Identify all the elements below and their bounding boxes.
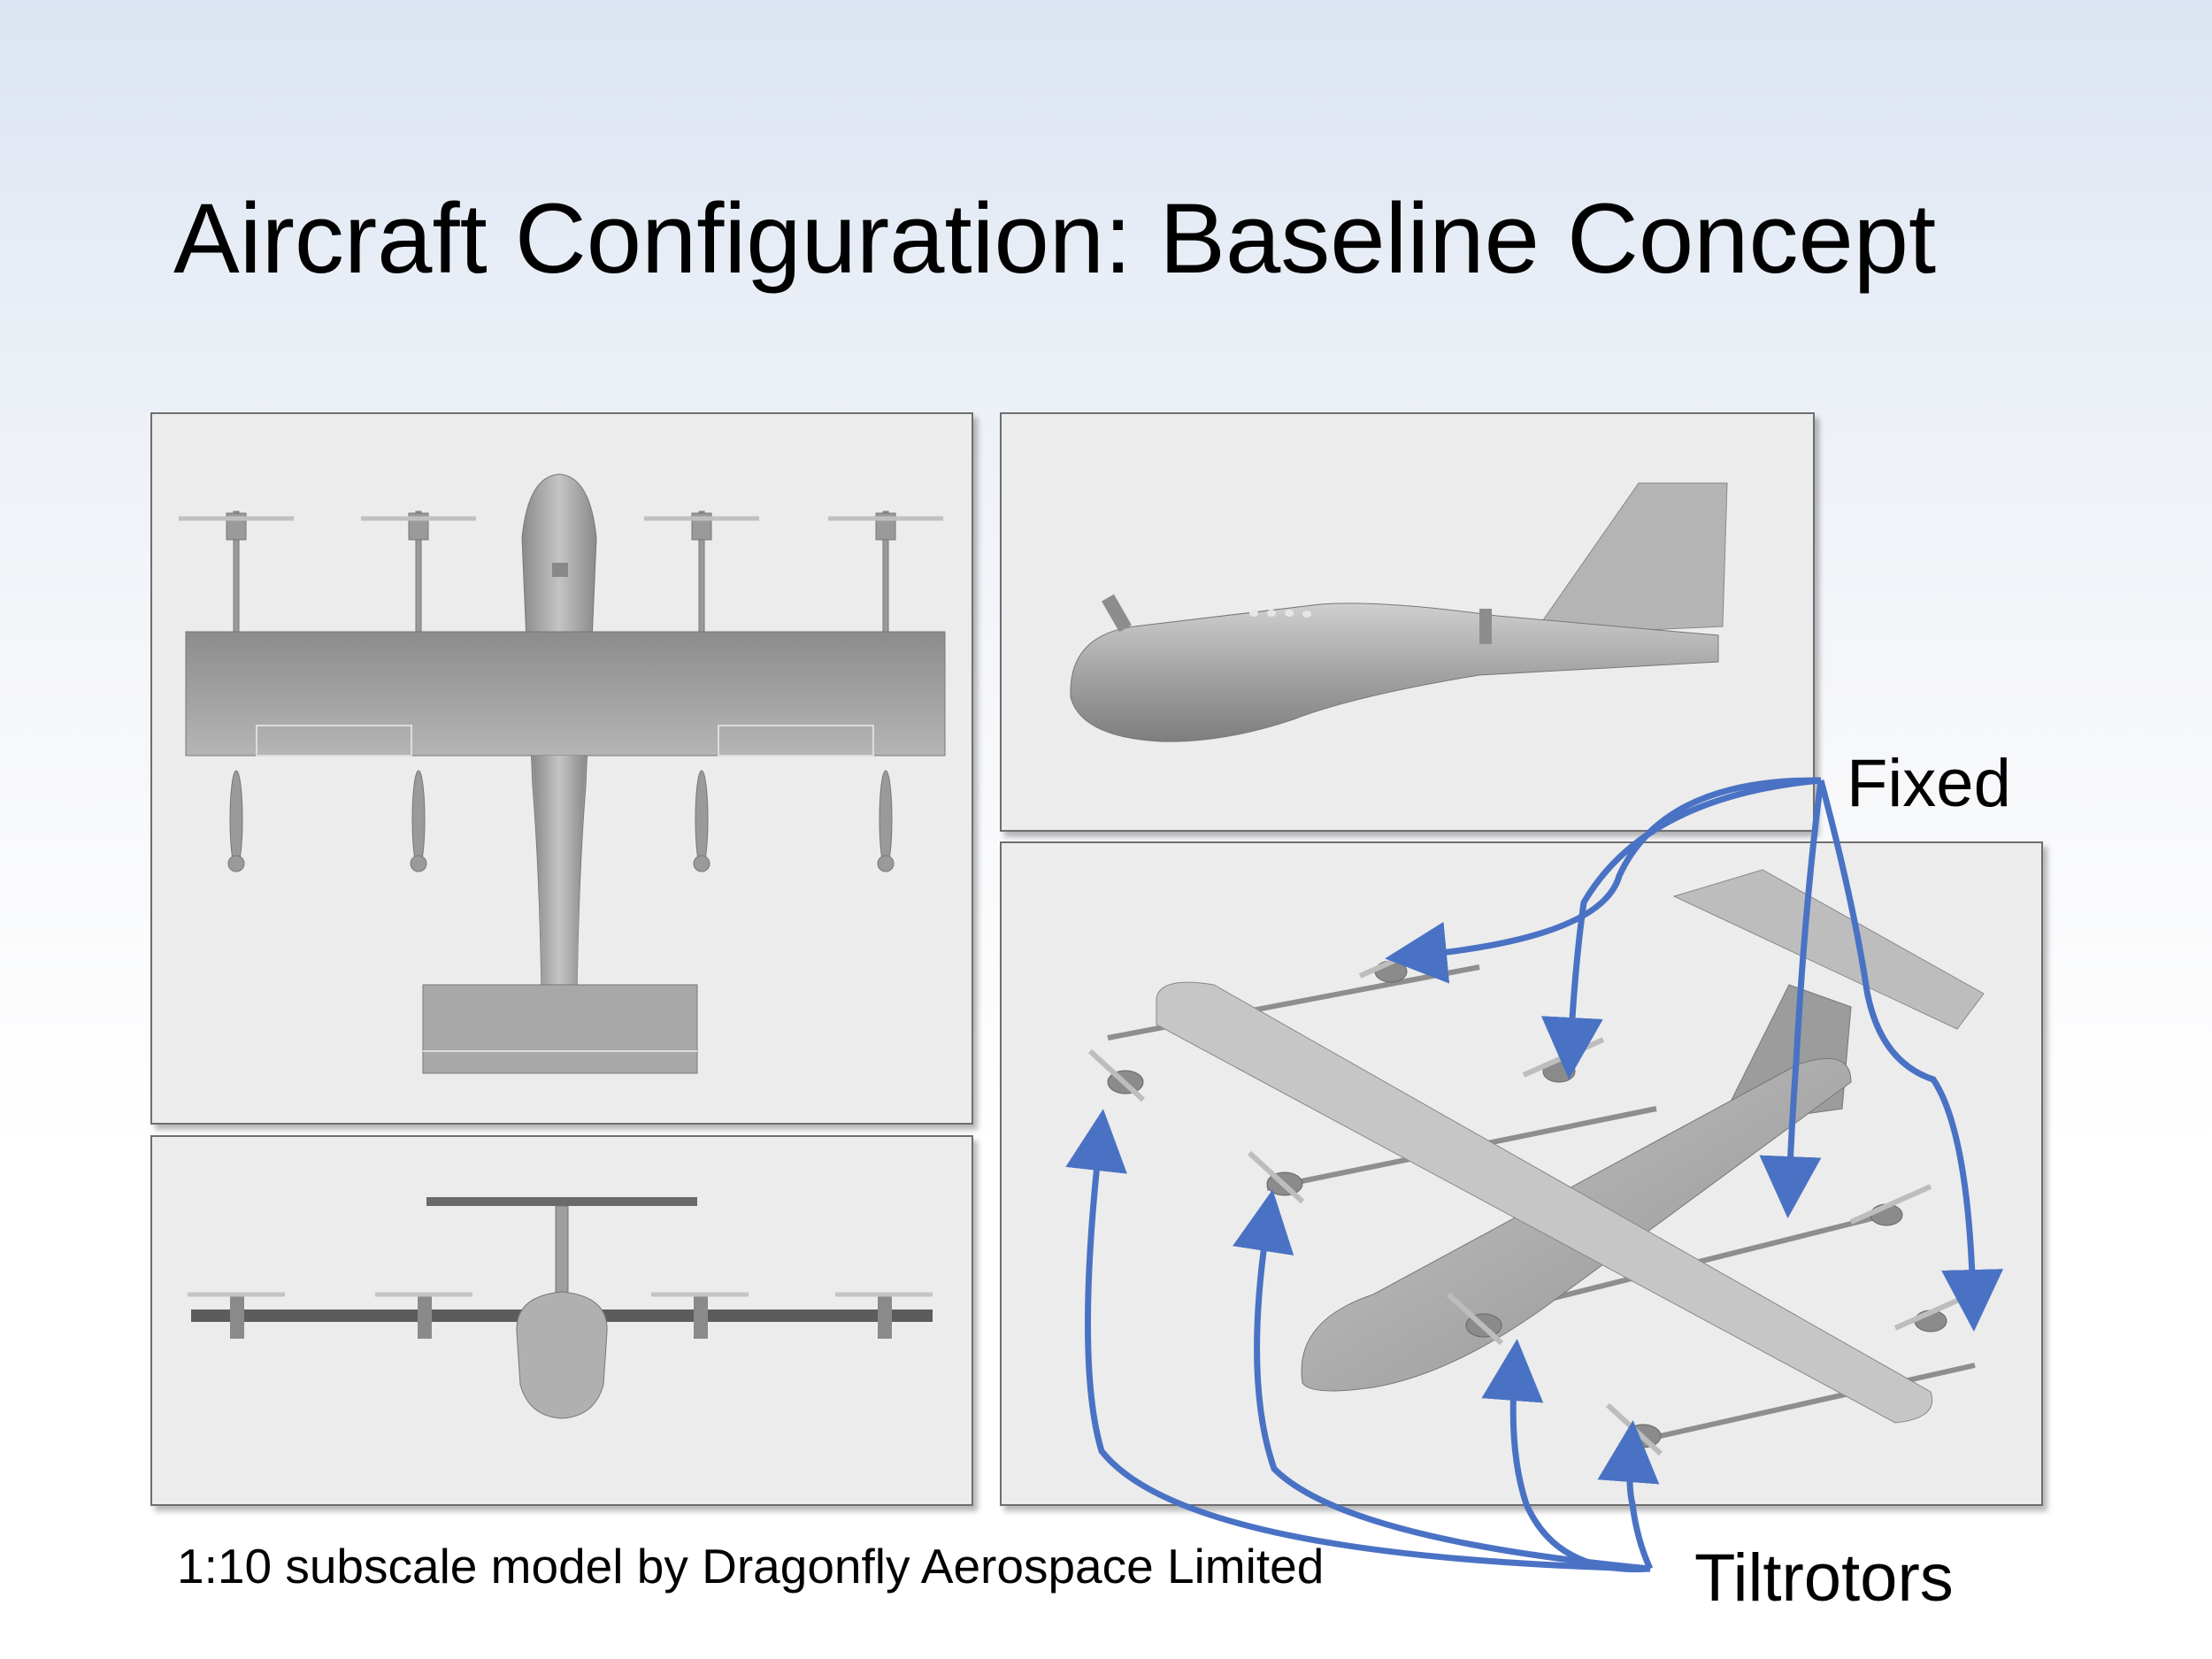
side-view-drawing — [1070, 482, 1728, 742]
arrow-fixed-1 — [1385, 777, 1822, 984]
arrow-fixed-4 — [1817, 780, 2004, 1332]
tiltrotors-label: Tiltrotors — [1694, 1540, 1954, 1616]
fixed-label: Fixed — [1847, 746, 2011, 821]
arrow-tiltrotor-1 — [1065, 1109, 1651, 1572]
slide-title: Aircraft Configuration: Baseline Concept — [173, 183, 1937, 294]
top-view-panel — [150, 412, 973, 1125]
arrow-tiltrotor-4 — [1597, 1420, 1660, 1571]
front-view-drawing — [188, 1197, 933, 1419]
front-view-panel — [150, 1135, 973, 1506]
arrow-tiltrotor-2 — [1233, 1189, 1651, 1572]
isometric-view-drawing — [1087, 869, 1985, 1456]
arrow-tiltrotor-3 — [1481, 1339, 1651, 1573]
arrow-fixed-2 — [1540, 777, 1822, 1079]
side-view-panel — [1000, 412, 1815, 832]
arrow-fixed-3 — [1759, 780, 1824, 1218]
top-view-drawing — [179, 473, 946, 1074]
model-caption: 1:10 subscale model by Dragonfly Aerospa… — [177, 1539, 1325, 1594]
